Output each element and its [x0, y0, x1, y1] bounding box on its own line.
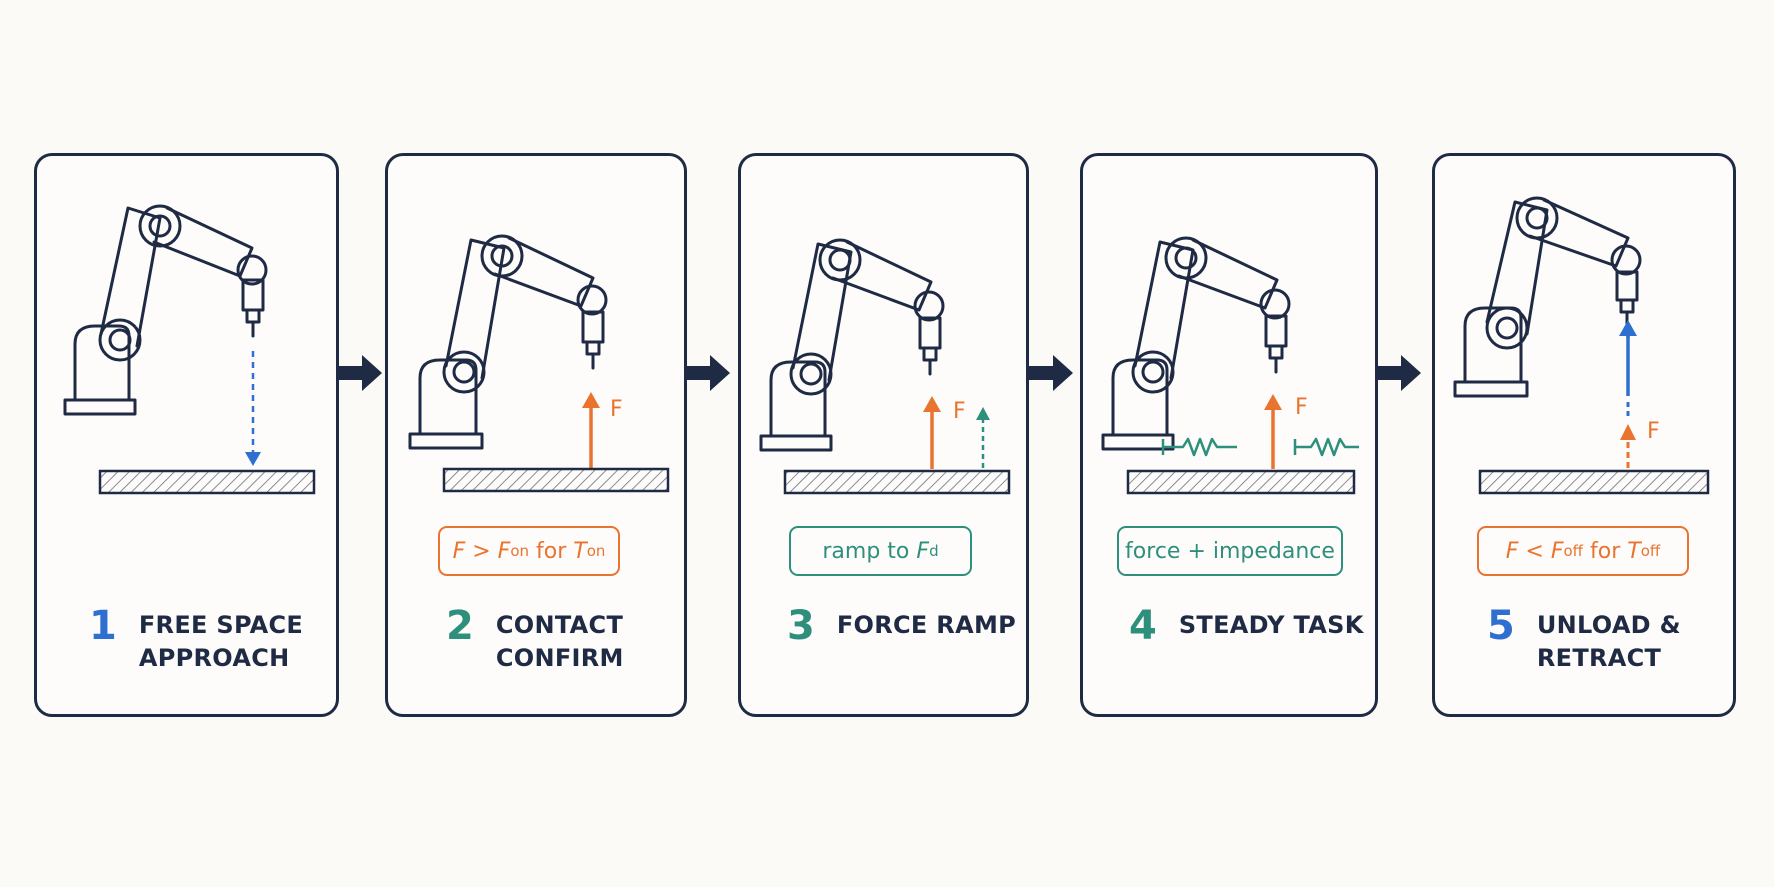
force-arrow-icon: [582, 392, 600, 468]
force-label: F: [1295, 395, 1308, 420]
step-number: 1: [89, 603, 117, 649]
step-2-illustration: F: [408, 234, 670, 493]
arrow-right-icon: [1377, 355, 1423, 395]
step-3-illustration: F: [759, 238, 1011, 495]
step-number: 3: [787, 603, 815, 649]
force-label: F: [610, 397, 623, 422]
arrow-right-icon: [686, 355, 732, 395]
robot-arm-icon: [1101, 236, 1291, 451]
force-arrow-icon: [1264, 394, 1282, 469]
step-title: UNLOAD & RETRACT: [1536, 611, 1681, 672]
step-title: STEADY TASK: [1178, 611, 1364, 639]
force-arrow-icon: [923, 396, 941, 469]
spring-icon: [1161, 437, 1237, 457]
force-arrow-icon: [1620, 424, 1636, 468]
step-title: FREE SPACE APPROACH: [138, 611, 304, 672]
step-title: FORCE RAMP: [836, 611, 1017, 639]
force-label: F: [1647, 419, 1660, 444]
work-surface: [442, 467, 670, 493]
robot-arm-icon: [63, 204, 268, 416]
step-title: CONTACT CONFIRM: [495, 611, 624, 672]
work-surface: [1478, 469, 1710, 495]
step-panel-4: F force + impedance 4 STEADY TASK: [1080, 153, 1378, 717]
step-4-illustration: F: [1101, 236, 1359, 495]
target-force-arrow: [976, 407, 990, 468]
step-5-illustration: F: [1453, 196, 1710, 495]
step-5-label: 5 UNLOAD & RETRACT: [1487, 604, 1681, 675]
step-number: 2: [446, 603, 474, 649]
step-2-label: 2 CONTACT CONFIRM: [446, 604, 624, 675]
robot-arm-icon: [408, 234, 608, 450]
robot-arm-icon: [1453, 196, 1642, 398]
arrow-right-icon: [1029, 355, 1075, 395]
approach-arrow: [245, 351, 261, 466]
step-4-label: 4 STEADY TASK: [1129, 604, 1364, 648]
retract-arrow: [1619, 320, 1637, 418]
transition-condition: force + impedance: [1117, 526, 1343, 576]
robot-arm-icon: [759, 238, 945, 452]
step-1-illustration: [63, 204, 316, 495]
spring-icon: [1293, 437, 1359, 457]
work-surface: [783, 469, 1011, 495]
step-1-label: 1 FREE SPACE APPROACH: [89, 604, 303, 675]
step-number: 4: [1129, 603, 1157, 649]
step-3-label: 3 FORCE RAMP: [787, 604, 1016, 648]
work-surface: [98, 469, 316, 495]
work-surface: [1126, 469, 1356, 495]
force-label: F: [953, 399, 966, 424]
arrow-right-icon: [338, 355, 384, 395]
step-number: 5: [1487, 603, 1515, 649]
step-panel-1: 1 FREE SPACE APPROACH: [34, 153, 339, 717]
